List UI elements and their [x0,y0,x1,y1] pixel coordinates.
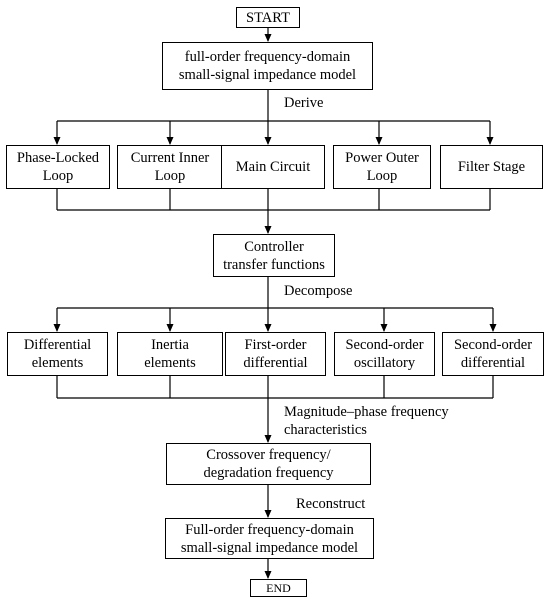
magnitude-phase-label-line-2: characteristics [284,422,367,438]
reconstructed-model-node: Full-order frequency-domain small-signal… [165,518,374,559]
pll-node: Phase-Locked Loop [6,145,110,189]
second-diff-line-1: Second-order [453,337,533,353]
second-order-oscillatory-node: Second-order oscillatory [334,332,435,376]
first-order-line-1: First-order [244,337,307,353]
controller-line-2: transfer functions [223,256,325,273]
current-inner-line-1: Current Inner [130,150,210,166]
controller-line-1: Controller [244,238,304,255]
power-outer-line-2: Loop [366,168,398,184]
main-circuit-node: Main Circuit [221,145,325,189]
start-label: START [246,9,290,26]
end-node: END [250,579,307,597]
full-order-model-node: full-order frequency-domain small-signal… [162,42,373,90]
current-inner-loop-node: Current Inner Loop [117,145,223,189]
current-inner-line-2: Loop [154,168,186,184]
pll-line-1: Phase-Locked [16,150,100,166]
controller-transfer-functions-node: Controller transfer functions [213,234,335,277]
magnitude-phase-label-line-1: Magnitude–phase frequency [284,404,449,420]
second-osc-line-2: oscillatory [353,355,416,371]
first-order-differential-node: First-order differential [225,332,326,376]
pll-line-2: Loop [42,168,74,184]
power-outer-loop-node: Power Outer Loop [333,145,431,189]
filter-stage-line-1: Filter Stage [457,159,526,175]
reconstruct-label: Reconstruct [296,496,366,512]
crossover-line-2: degradation frequency [203,465,334,481]
derive-label: Derive [284,95,324,111]
decompose-label: Decompose [284,283,353,299]
differential-line-1: Differential [23,337,92,353]
full-order-model-line-1: full-order frequency-domain [184,49,351,65]
reconstructed-model-line-2: small-signal impedance model [180,539,359,556]
full-order-model-line-2: small-signal impedance model [178,67,357,83]
first-order-line-2: differential [243,355,308,371]
reconstructed-model-line-1: Full-order frequency-domain [185,521,354,538]
differential-elements-node: Differential elements [7,332,108,376]
second-order-differential-node: Second-order differential [442,332,544,376]
main-circuit-line-1: Main Circuit [235,159,311,175]
inertia-line-2: elements [144,355,196,371]
start-node: START [236,7,300,28]
second-diff-line-2: differential [460,355,526,371]
end-label: END [266,581,291,595]
filter-stage-node: Filter Stage [440,145,543,189]
inertia-line-1: Inertia [151,337,189,353]
power-outer-line-1: Power Outer [345,150,419,166]
inertia-elements-node: Inertia elements [117,332,223,376]
differential-line-2: elements [31,355,84,371]
second-osc-line-1: Second-order [345,337,424,353]
crossover-frequency-node: Crossover frequency/ degradation frequen… [166,443,371,485]
crossover-line-1: Crossover frequency/ [206,447,331,463]
